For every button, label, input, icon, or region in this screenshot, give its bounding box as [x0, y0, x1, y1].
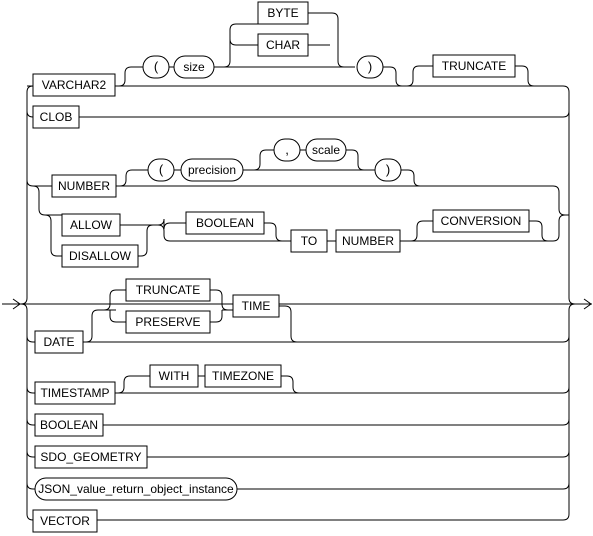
truncate-varchar-label: TRUNCATE	[442, 59, 506, 73]
clob-label: CLOB	[40, 110, 73, 124]
number-label: NUMBER	[58, 179, 110, 193]
time-label: TIME	[242, 299, 271, 313]
preserve-label: PRESERVE	[135, 315, 200, 329]
main-rails	[20, 85, 576, 521]
boolean-branch: BOOLEAN	[26, 413, 570, 437]
date-label: DATE	[43, 335, 74, 349]
json-instance-branch: JSON_value_return_object_instance	[26, 477, 570, 501]
timestamp-label: TIMESTAMP	[40, 386, 109, 400]
rparen-varchar-label: )	[368, 59, 372, 74]
vector-keyword	[32, 509, 98, 533]
scale-label: scale	[312, 143, 340, 157]
lparen-varchar-label: (	[154, 59, 159, 74]
exit-arrow	[575, 298, 592, 310]
conversion-label: CONVERSION	[441, 214, 522, 228]
varchar2-label: VARCHAR2	[42, 78, 107, 92]
rparen-number-label: )	[386, 162, 390, 177]
clob-branch: CLOB	[26, 105, 570, 129]
date-branch: DATE TRUNCATE PRESERVE TIME	[26, 278, 570, 354]
lparen-number-label: (	[159, 162, 164, 177]
sdo-geometry-branch: SDO_GEOMETRY	[26, 445, 570, 469]
varchar2-branch: VARCHAR2 ( size BYTE CHAR ) TRUNCATE	[27, 1, 563, 97]
entry-arrow	[2, 298, 21, 310]
timezone-label: TIMEZONE	[212, 369, 274, 383]
with-label: WITH	[159, 369, 190, 383]
allow-label: ALLOW	[70, 218, 113, 232]
timestamp-branch: TIMESTAMP WITH TIMEZONE	[26, 364, 570, 405]
sdo-geometry-label: SDO_GEOMETRY	[40, 450, 141, 464]
vector-label: VECTOR	[40, 514, 90, 528]
byte-label: BYTE	[267, 6, 298, 20]
size-label: size	[183, 60, 205, 74]
number-branch: NUMBER ( precision , scale ) ALLOW DISAL…	[26, 138, 569, 268]
comma-label: ,	[285, 142, 289, 157]
precision-label: precision	[188, 163, 236, 177]
vector-branch: VECTOR	[32, 509, 563, 533]
disallow-label: DISALLOW	[69, 249, 132, 263]
char-label: CHAR	[266, 38, 300, 52]
boolean-label: BOOLEAN	[40, 418, 98, 432]
to-label: TO	[301, 234, 317, 248]
number-conv-label: NUMBER	[342, 234, 394, 248]
json-instance-label: JSON_value_return_object_instance	[38, 482, 234, 496]
boolean-conv-label: BOOLEAN	[196, 216, 254, 230]
varchar2-keyword	[32, 73, 116, 97]
truncate-date-label: TRUNCATE	[136, 283, 200, 297]
